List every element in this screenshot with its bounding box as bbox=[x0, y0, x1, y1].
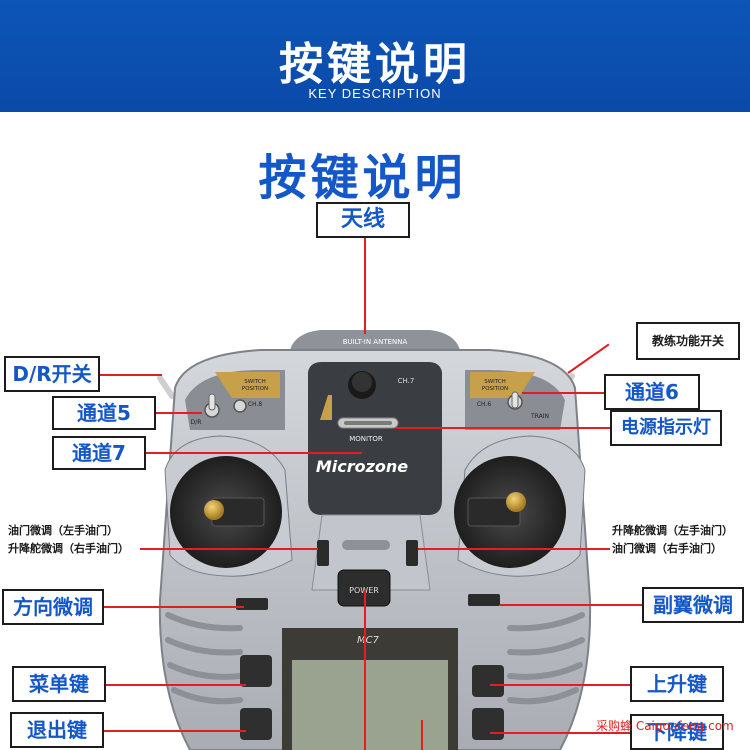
label-up-key: 上升键 bbox=[630, 666, 724, 702]
model-text: MC7 bbox=[357, 635, 380, 646]
section-heading: 按键说明 bbox=[258, 150, 467, 206]
ch6-text: CH.6 bbox=[477, 401, 492, 408]
header-banner: 按键说明 KEY DESCRIPTION bbox=[0, 0, 750, 112]
leader-ch7 bbox=[146, 452, 362, 454]
dr-text: D/R bbox=[191, 419, 202, 426]
label-dr-switch: D/R开关 bbox=[4, 356, 100, 392]
label-trainer-switch: 教练功能开关 bbox=[636, 322, 740, 360]
label-antenna: 天线 bbox=[316, 202, 410, 238]
leader-exit bbox=[104, 730, 246, 732]
leader-down bbox=[490, 732, 630, 734]
antenna-text: BUILT-IN ANTENNA bbox=[343, 338, 408, 346]
label-down-key: 下降键 bbox=[630, 714, 724, 750]
label-aileron-trim: 副翼微调 bbox=[642, 587, 744, 623]
label-left-trim-2: 升降舵微调（右手油门） bbox=[8, 542, 129, 555]
leader-power-led bbox=[396, 427, 610, 429]
watermark: 采购蜂 Caigoufeng.com bbox=[596, 719, 734, 733]
monitor-text: MONITOR bbox=[349, 435, 383, 443]
leader-up bbox=[490, 684, 630, 686]
leader-ch6 bbox=[522, 392, 604, 394]
leader-ch5 bbox=[156, 412, 202, 414]
label-power-indicator: 电源指示灯 bbox=[610, 410, 722, 446]
brand-logo: Microzone bbox=[316, 457, 408, 476]
label-channel6: 通道6 bbox=[604, 374, 700, 410]
ch8-text: CH.8 bbox=[248, 401, 263, 408]
leader-dr bbox=[100, 374, 162, 376]
switch-right-text-1: SWITCH bbox=[484, 379, 506, 385]
leader-menu bbox=[106, 684, 246, 686]
switch-left-text-1: SWITCH bbox=[244, 379, 266, 385]
label-menu-key: 菜单键 bbox=[12, 666, 106, 702]
leader-antenna bbox=[364, 238, 366, 334]
leader-left-trim bbox=[140, 548, 318, 550]
switch-right-text-2: POSITION bbox=[482, 386, 508, 392]
leader-screen bbox=[421, 720, 423, 750]
label-exit-key: 退出键 bbox=[10, 712, 104, 748]
train-text: TRAIN bbox=[530, 413, 549, 420]
leader-rudder bbox=[104, 606, 244, 608]
leader-aileron bbox=[500, 604, 642, 606]
leader-right-trim bbox=[418, 548, 610, 550]
label-left-trim-1: 油门微调（左手油门） bbox=[8, 524, 118, 537]
label-right-trim-2: 油门微调（右手油门） bbox=[612, 542, 722, 555]
ch7-text: CH.7 bbox=[398, 377, 415, 385]
banner-title: 按键说明 bbox=[279, 39, 471, 90]
leader-power bbox=[364, 590, 366, 750]
switch-left-text-2: POSITION bbox=[242, 386, 268, 392]
label-channel5: 通道5 bbox=[52, 396, 156, 430]
label-rudder-trim: 方向微调 bbox=[2, 589, 104, 625]
label-right-trim-1: 升降舵微调（左手油门） bbox=[612, 524, 733, 537]
label-channel7: 通道7 bbox=[52, 436, 146, 470]
banner-subtitle: KEY DESCRIPTION bbox=[308, 86, 442, 101]
